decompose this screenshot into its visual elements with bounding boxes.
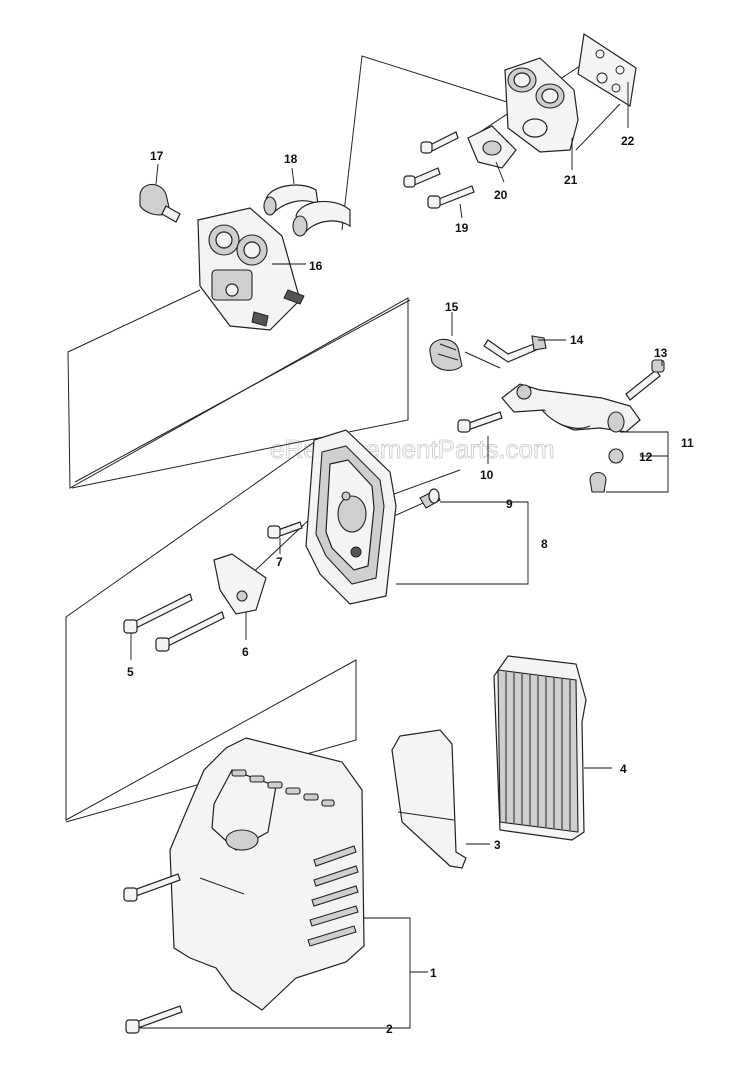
callout-3: 3 <box>494 838 501 852</box>
leader-lines <box>130 82 669 1029</box>
callout-15: 15 <box>445 300 459 314</box>
part-6-plate <box>213 553 267 615</box>
callout-19: 19 <box>455 221 469 235</box>
part-9-grommet <box>419 488 441 509</box>
callout-21: 21 <box>564 173 578 187</box>
callout-16: 16 <box>309 259 323 273</box>
part-14-fuel-line <box>483 335 547 363</box>
callout-14: 14 <box>570 333 584 347</box>
part-21-intake-adapter <box>504 57 579 153</box>
part-20-insulator-gasket <box>467 125 517 169</box>
part-15-primer-bulb <box>429 338 463 371</box>
callout-5: 5 <box>127 665 134 679</box>
callout-7: 7 <box>276 555 283 569</box>
part-7-screw <box>267 521 303 539</box>
callout-13: 13 <box>654 346 668 360</box>
part-10-screw <box>457 411 503 433</box>
part-8-filter-base <box>305 429 397 605</box>
part-13-screw <box>625 359 665 401</box>
callout-12: 12 <box>639 450 653 464</box>
callout-17: 17 <box>150 149 164 163</box>
part-22-gasket <box>577 32 637 107</box>
part-18-elbow-tubes <box>263 184 351 237</box>
callout-18: 18 <box>284 152 298 166</box>
part-19-bolts <box>403 131 475 209</box>
callout-8: 8 <box>541 537 548 551</box>
callout-1: 1 <box>430 966 437 980</box>
callout-labels: 22 21 20 19 18 17 16 15 14 13 12 11 10 9… <box>127 134 694 1036</box>
part-1-cover <box>169 737 365 1011</box>
part-11-bracket <box>501 383 641 433</box>
callout-22: 22 <box>621 134 635 148</box>
part-17-primer-knob <box>139 183 181 223</box>
callout-9: 9 <box>506 497 513 511</box>
callout-10: 10 <box>480 468 494 482</box>
callout-4: 4 <box>620 762 627 776</box>
callout-6: 6 <box>242 645 249 659</box>
part-5-bolts <box>123 593 225 652</box>
part-4-air-filter <box>493 655 587 841</box>
callout-2: 2 <box>386 1022 393 1036</box>
part-2-bolts <box>123 873 183 1034</box>
part-16-carburetor <box>197 207 305 331</box>
assembly-guide-lines <box>65 55 621 823</box>
part-3-pre-filter <box>391 729 467 869</box>
callout-20: 20 <box>494 188 508 202</box>
part-12-adjusters <box>589 448 624 493</box>
callout-11: 11 <box>681 436 694 450</box>
